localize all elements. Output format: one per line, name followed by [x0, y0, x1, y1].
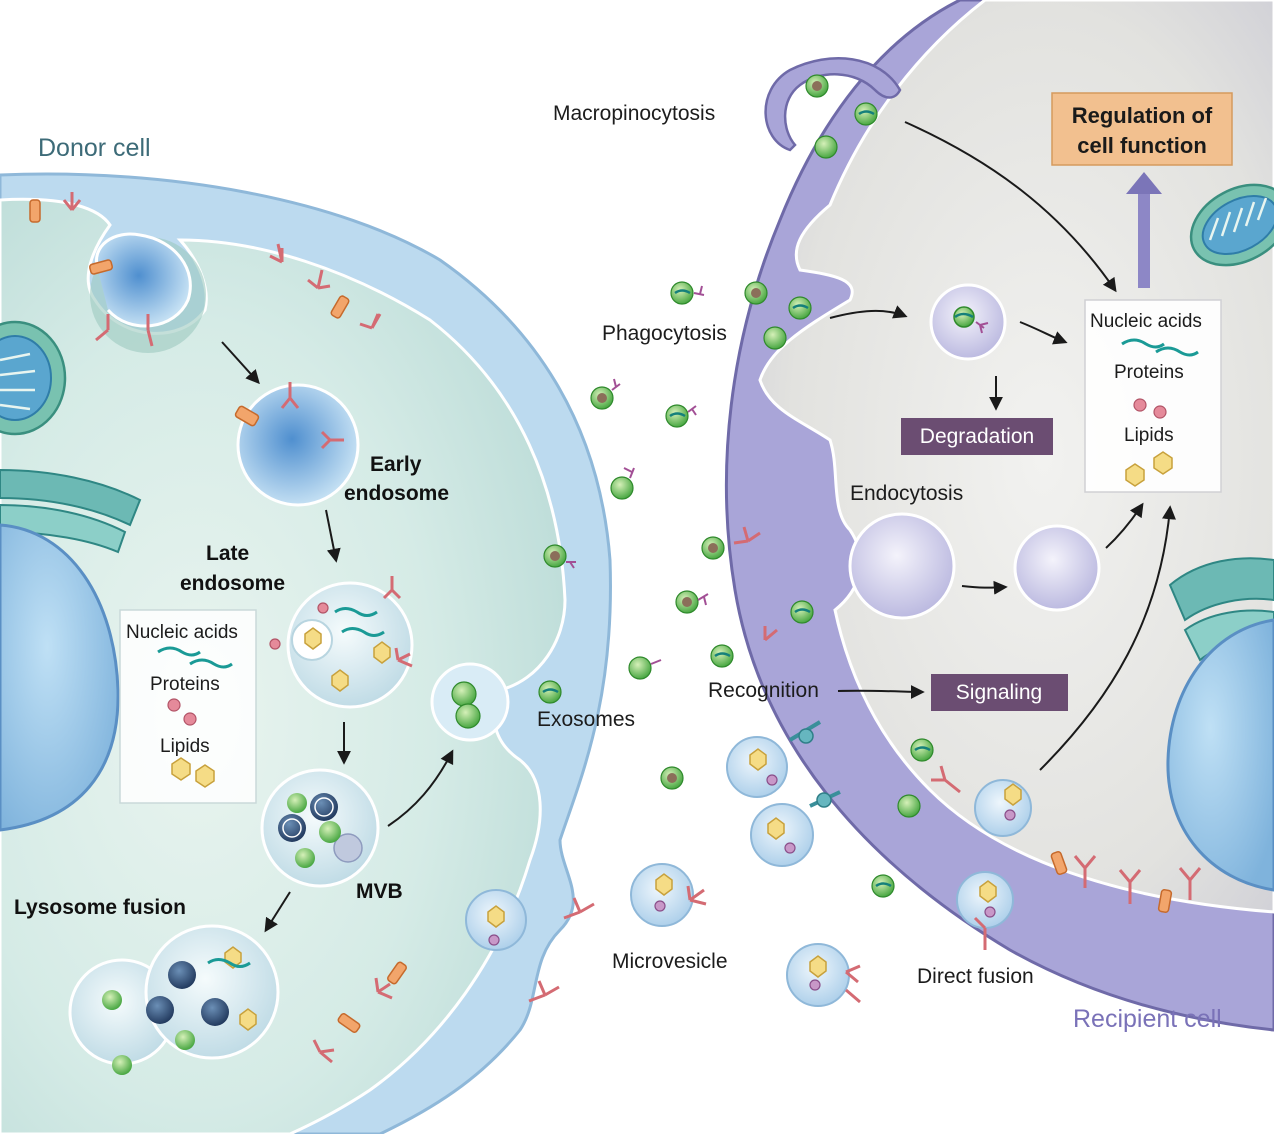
regulation-box — [1051, 92, 1233, 166]
exosome — [871, 874, 895, 898]
exosome — [701, 536, 725, 560]
exosome — [788, 296, 812, 320]
endocytosis-label: Endocytosis — [850, 482, 963, 505]
free-microvesicles — [630, 736, 1032, 1007]
budding-vesicle — [90, 232, 206, 353]
exosome — [628, 656, 662, 680]
exosome — [710, 644, 734, 668]
degradation-label: Degradation — [920, 425, 1034, 448]
exosome — [665, 404, 697, 428]
signaling-box — [931, 674, 1068, 711]
exosome — [543, 544, 576, 569]
recipient-cargo-box — [1084, 299, 1222, 493]
donor-cell — [0, 172, 612, 1136]
recognition-ligands — [528, 526, 841, 1003]
early-endosome — [234, 382, 360, 507]
donor-lipids-label: Lipids — [160, 736, 210, 757]
direct-fusion-label: Direct fusion — [917, 965, 1034, 988]
phagocytosis-label: Phagocytosis — [602, 322, 727, 345]
microvesicle-fusing — [974, 779, 1032, 837]
donor-mitochondrion — [0, 320, 67, 436]
exosome — [910, 738, 934, 762]
exosome — [763, 326, 787, 350]
exosome — [854, 102, 878, 126]
recipient-nucleus — [1166, 618, 1274, 892]
edge-microvesicle — [465, 889, 527, 951]
macropinocytosis-label: Macropinocytosis — [553, 102, 715, 125]
recipient-cell-title: Recipient cell — [1073, 1005, 1222, 1033]
exosome — [660, 766, 684, 790]
donor-cell-title: Donor cell — [38, 134, 151, 162]
regulation-label-1: Regulation of — [1072, 103, 1213, 128]
late-endosome-label-1: Late — [206, 542, 249, 565]
late-endosome-label-2: endosome — [180, 572, 285, 595]
lysosome-fusion-label: Lysosome fusion — [14, 896, 186, 919]
exosome — [790, 600, 814, 624]
early-endosome-label-2: endosome — [344, 482, 449, 505]
endosome-recipient — [848, 512, 956, 620]
pathway-arrows — [221, 121, 1176, 933]
exosome — [590, 378, 621, 410]
microvesicle — [786, 943, 861, 1007]
microvesicle-fusing-2 — [956, 871, 1014, 950]
endosome-recipient-2 — [1013, 524, 1101, 612]
regulation-label-2: cell function — [1077, 133, 1207, 158]
exosome — [805, 74, 829, 98]
recipient-lipids-label: Lipids — [1124, 425, 1174, 446]
recipient-mitochondrion — [1189, 183, 1274, 267]
exosome — [670, 281, 705, 305]
signaling-label: Signaling — [956, 681, 1042, 704]
exosomes-label: Exosomes — [537, 708, 635, 731]
donor-proteins-label: Proteins — [150, 674, 220, 695]
degradation-box — [901, 418, 1053, 455]
recipient-nucleic-acids-label: Nucleic acids — [1090, 311, 1202, 332]
donor-nucleus — [0, 523, 120, 832]
recognition-label: Recognition — [708, 679, 819, 702]
exosome — [538, 680, 562, 704]
recipient-channel-proteins — [1050, 851, 1173, 913]
regulation-arrow — [1126, 172, 1162, 288]
free-exosomes — [538, 74, 934, 898]
exosome — [814, 135, 838, 159]
exosome — [675, 590, 709, 614]
late-endosome — [269, 576, 414, 709]
exosome — [610, 467, 635, 500]
exosome — [744, 281, 768, 305]
exosome — [897, 794, 921, 818]
macropinocytosis-ruffle — [764, 57, 902, 152]
microvesicle — [726, 736, 788, 798]
recipient-membrane-receptors — [931, 765, 1202, 904]
mvb-label: MVB — [356, 880, 403, 903]
mvb — [260, 768, 380, 888]
microvesicle — [750, 803, 814, 867]
microvesicle — [630, 863, 707, 927]
recipient-proteins-label: Proteins — [1114, 362, 1184, 383]
exosome-release-pocket — [430, 662, 510, 742]
donor-membrane-receptors — [62, 192, 393, 1064]
donor-channel-proteins — [29, 199, 407, 1033]
lysosome-fusion — [68, 924, 280, 1075]
donor-golgi — [0, 468, 142, 554]
donor-cargo-box — [119, 609, 257, 804]
donor-nucleic-acids-label: Nucleic acids — [126, 622, 238, 643]
microvesicle-label: Microvesicle — [612, 950, 728, 973]
phagosome — [929, 283, 1007, 361]
early-endosome-label-1: Early — [370, 453, 422, 476]
